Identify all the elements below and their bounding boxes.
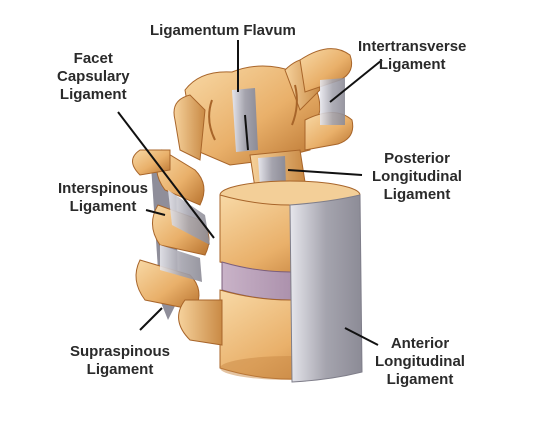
leader-posterior-longitudinal bbox=[287, 169, 363, 176]
vertebral-column bbox=[178, 180, 363, 383]
anterior-longitudinal-ligament-shape bbox=[289, 194, 363, 383]
leader-lines bbox=[117, 40, 383, 346]
posterior-longitudinal-ligament-shape bbox=[258, 156, 286, 187]
label-interspinous: Interspinous Ligament bbox=[58, 180, 148, 216]
intertransverse-ligament-shape bbox=[320, 78, 345, 125]
leader-anterior-longitudinal bbox=[344, 327, 379, 346]
leader-ligamentum-flavum-lower bbox=[244, 114, 249, 151]
label-posterior-longitudinal-line2: Longitudinal bbox=[372, 168, 462, 185]
posterior-arch bbox=[173, 58, 321, 166]
label-facet-capsulary: Facet Capsulary Ligament bbox=[57, 50, 130, 104]
label-supraspinous-line1: Supraspinous bbox=[70, 343, 171, 360]
label-intertransverse: Intertransverse Ligament bbox=[358, 38, 466, 74]
facet-capsule-outline-right bbox=[291, 84, 298, 126]
label-interspinous-line2: Ligament bbox=[69, 198, 137, 215]
label-anterior-longitudinal-line2: Longitudinal bbox=[375, 353, 465, 370]
facet-capsule-outline bbox=[208, 99, 216, 141]
interspinous-ligament-shape bbox=[168, 190, 210, 245]
label-posterior-longitudinal-line1: Posterior bbox=[384, 150, 450, 167]
label-anterior-longitudinal: Anterior Longitudinal Ligament bbox=[375, 335, 465, 389]
interspinous-ligament-shape-lower bbox=[160, 245, 202, 282]
posterior-elements bbox=[135, 149, 210, 320]
leader-facet-capsulary bbox=[117, 111, 215, 239]
label-posterior-longitudinal: Posterior Longitudinal Ligament bbox=[372, 150, 462, 204]
label-anterior-longitudinal-line3: Ligament bbox=[386, 371, 454, 388]
label-supraspinous: Supraspinous Ligament bbox=[70, 343, 170, 379]
label-ligamentum-flavum: Ligamentum Flavum bbox=[150, 22, 296, 40]
label-facet-capsulary-line2: Capsulary bbox=[57, 68, 130, 85]
label-intertransverse-line2: Ligament bbox=[378, 56, 446, 73]
label-posterior-longitudinal-line3: Ligament bbox=[383, 186, 451, 203]
label-anterior-longitudinal-line1: Anterior bbox=[390, 335, 450, 352]
leader-supraspinous bbox=[139, 307, 163, 331]
label-facet-capsulary-line1: Facet bbox=[73, 50, 113, 67]
label-interspinous-line1: Interspinous bbox=[58, 180, 149, 197]
label-supraspinous-line2: Ligament bbox=[86, 361, 154, 378]
facet-joint-left bbox=[173, 94, 206, 161]
label-intertransverse-line1: Intertransverse bbox=[358, 38, 467, 55]
label-facet-capsulary-line3: Ligament bbox=[59, 86, 127, 103]
label-ligamentum-flavum-text: Ligamentum Flavum bbox=[150, 22, 296, 39]
lower-arch bbox=[178, 299, 223, 346]
leader-interspinous bbox=[145, 209, 166, 216]
leader-intertransverse bbox=[329, 59, 383, 103]
